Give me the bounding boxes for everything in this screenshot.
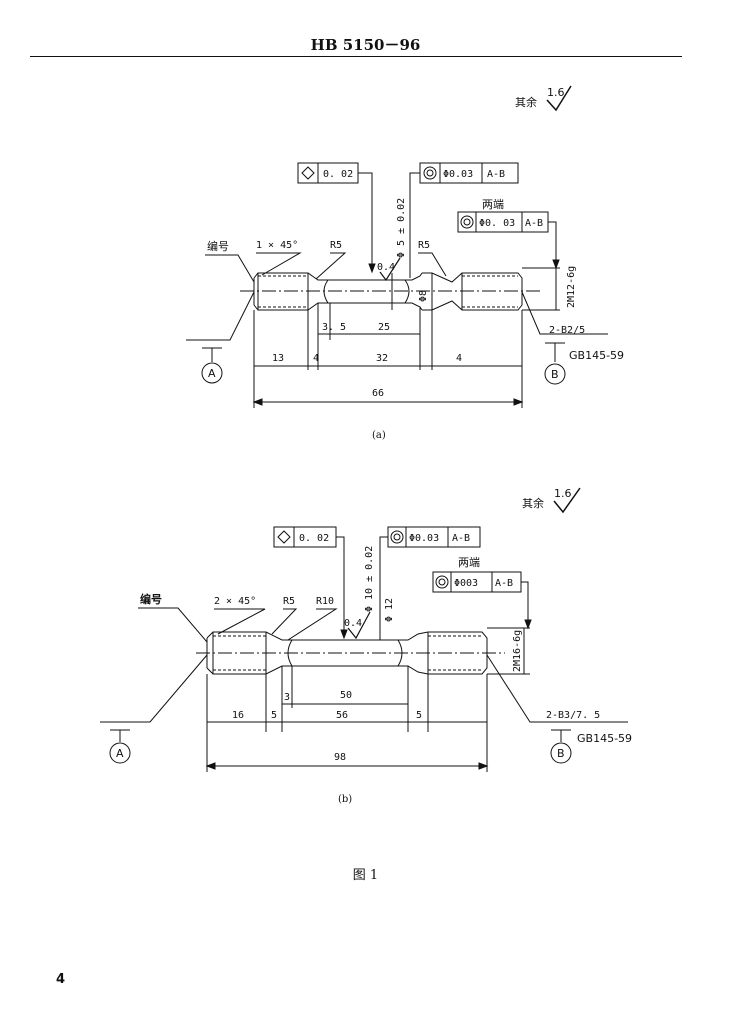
- roughness-other-value-a: 1.6: [547, 86, 565, 99]
- dim-50-b: 50: [340, 690, 352, 701]
- chamfer-a: 1 × 45°: [256, 240, 298, 251]
- both-ends-a: 两端: [482, 198, 504, 211]
- both-ends-b: 两端: [458, 556, 480, 569]
- coax-ref-b2: A-B: [495, 578, 513, 589]
- caption-b: (b): [338, 794, 353, 805]
- roughness-other-label-a: 其余: [515, 95, 537, 109]
- caption-a: (a): [372, 430, 386, 441]
- flatness-value-a: 0. 02: [323, 169, 353, 180]
- roughness-gauge-b: 0.4: [344, 618, 362, 629]
- roughness-gauge-a: 0.4: [377, 262, 395, 273]
- standard-ref-b: GB145-59: [577, 732, 632, 745]
- radius-left-a: R5: [330, 240, 342, 251]
- thread-spec-b: 2M16-6g: [512, 630, 523, 672]
- specimen-b-outline: [196, 631, 505, 675]
- roughness-other-value-b: 1.6: [554, 487, 572, 500]
- coax-ref-b: A-B: [452, 533, 470, 544]
- datum-b-symbol: [544, 363, 566, 385]
- dim-25-a: 25: [378, 322, 390, 333]
- chamfer-b: 2 × 45°: [214, 596, 256, 607]
- page-number: 4: [56, 972, 66, 987]
- roughness-symbol-icon: [546, 85, 572, 112]
- datum-b-label: B: [551, 368, 559, 381]
- coax-ref-a: A-B: [487, 169, 505, 180]
- document-header: HB 5150－96: [310, 36, 421, 54]
- datum-b-label-b: B: [557, 747, 565, 760]
- datum-a-label-b: A: [116, 747, 124, 760]
- flatness-value-b: 0. 02: [299, 533, 329, 544]
- dim-66-a: 66: [372, 388, 384, 399]
- dim-98-b: 98: [334, 752, 346, 763]
- roughness-other-label-b: 其余: [522, 496, 544, 510]
- datum-a-label: A: [208, 367, 216, 380]
- dim-3-5-a: 3. 5: [322, 322, 346, 333]
- dim-16-b: 16: [232, 710, 244, 721]
- coax-value-a: Φ0.03: [443, 169, 473, 180]
- figure-b: 其余 1.6 0. 02: [100, 487, 632, 772]
- coax-value-a2: Φ0. 03: [479, 218, 515, 229]
- dim-3-b: 3: [284, 692, 290, 703]
- dim-56-b: 56: [336, 710, 348, 721]
- figure-caption: 图 1: [352, 868, 379, 883]
- center-hole-a: 2-B2/5: [549, 325, 585, 336]
- label-number-a: 编号: [207, 239, 229, 253]
- gauge-dia-b: Φ 10 ± 0.02: [364, 546, 375, 612]
- dim-4-left-a: 4: [313, 353, 319, 364]
- figure-a: 其余 1.6 0. 02: [186, 85, 624, 408]
- shoulder-dia-a: Φ8: [418, 290, 429, 302]
- coax-value-b: Φ0.03: [409, 533, 439, 544]
- radius-large-b: R10: [316, 596, 334, 607]
- datum-a-symbol: [201, 362, 223, 384]
- center-hole-b: 2-B3/7. 5: [546, 710, 600, 721]
- header-rule: [30, 56, 682, 57]
- coaxiality-icon: [423, 166, 437, 180]
- thread-spec-a: 2M12-6g: [566, 266, 577, 308]
- flatness-icon: [301, 166, 315, 180]
- label-number-b: 编号: [140, 592, 162, 606]
- gauge-dia-a: Φ 5 ± 0.02: [396, 198, 407, 258]
- radius-right-a: R5: [418, 240, 430, 251]
- standard-ref-a: GB145-59: [569, 349, 624, 362]
- coax-ref-a2: A-B: [525, 218, 543, 229]
- dim-13-a: 13: [272, 353, 284, 364]
- dim-5-left-b: 5: [271, 710, 277, 721]
- coax-value-b2: Φ003: [454, 578, 478, 589]
- dim-32-a: 32: [376, 353, 388, 364]
- dim-4-right-a: 4: [456, 353, 462, 364]
- dim-5-right-b: 5: [416, 710, 422, 721]
- specimen-a-outline: [240, 272, 540, 311]
- radius-small-b: R5: [283, 596, 295, 607]
- shoulder-dia-b: Φ 12: [384, 598, 395, 622]
